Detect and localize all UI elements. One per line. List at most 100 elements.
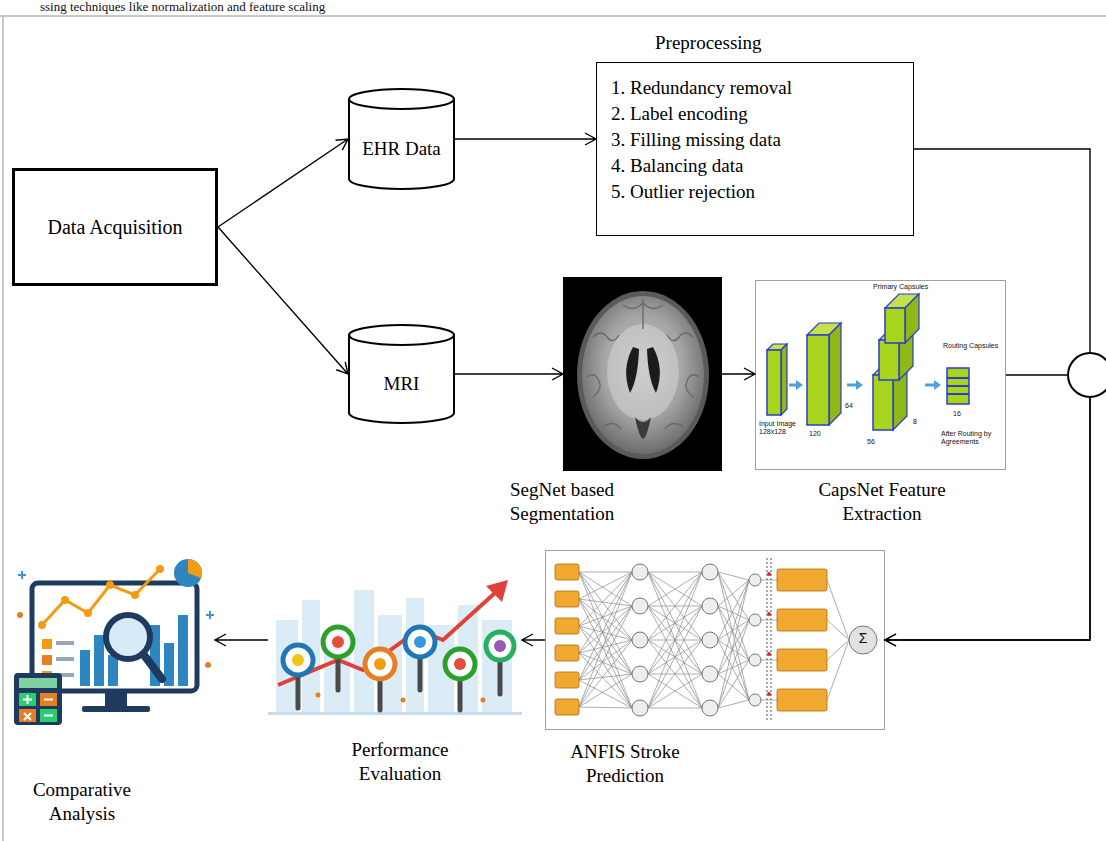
input-node [555,591,579,607]
mri-scan-image [563,277,722,471]
list-item: 2. Label encoding [611,101,899,127]
network-link [718,700,749,708]
network-link [579,680,632,708]
membership-node [632,564,648,580]
figure-caption: CapsNet Feature Extraction [812,478,952,526]
layer-label: Routing Capsules [943,342,1001,350]
network-link [718,580,749,640]
network-link [718,620,749,640]
rule-node [702,666,718,682]
network-link [648,572,702,606]
caption-block: ANFIS Stroke Prediction [563,740,688,788]
network-link [718,580,749,674]
layer-label: Primary Capsules [873,283,945,291]
signal-dot [767,652,771,656]
network-link [648,572,702,640]
signal-dot [767,612,771,616]
membership-node [632,632,648,648]
network-link [579,606,632,626]
network-link [761,700,777,701]
network-link [718,640,749,700]
cylinder-body [349,335,454,423]
cylinder-text-area: MRI [348,344,455,424]
input-node [555,699,579,715]
network-link [648,674,702,708]
rule-node [702,632,718,648]
network-link [579,640,632,653]
network-link [579,640,632,707]
network-link [579,599,632,708]
capsule-stripe [947,377,969,379]
layer-label: Input Image 128x128 [759,420,797,436]
dimension-label: 120 [809,430,821,438]
network-link [718,572,749,700]
flow-arrow-head [934,380,941,390]
network-link [761,620,777,621]
flow-arrow-head [796,380,803,390]
dotted-bus [767,558,768,722]
layer-label: After Routing by Agreements [941,430,1003,446]
arrow-connector [218,227,348,374]
caption-block: Performance Evaluation [340,738,460,786]
norm-node [749,654,761,666]
network-link [648,674,702,708]
cylinder-label: MRI [384,372,420,396]
network-link [579,606,632,707]
cylinder-text-area: EHR Data [348,108,455,190]
cylinder-top [349,325,454,345]
anfis-network-figure [546,551,885,730]
comparative-analysis-image [14,559,214,725]
network-link [718,606,749,700]
panel-heading: Preprocessing [655,32,762,55]
network-link [648,572,702,708]
illustration-box: ANFIS Stroke Prediction [545,550,885,730]
network-link [648,572,702,573]
network-link [579,572,632,606]
network-link [579,626,632,708]
membership-node [632,700,648,716]
network-link [579,572,632,680]
network-link [579,653,632,708]
capsule-block [879,340,899,380]
network-link [648,572,702,640]
illustration-box: SegNet based Segmentation [563,277,722,471]
capsule-stripe [947,393,969,395]
signal-dot [767,692,771,696]
capsnet-figure [756,281,1006,470]
performance-evaluation-image [268,560,522,720]
database-cylinder: EHR Data [348,88,455,190]
capsule-block-side [829,323,841,425]
network-link [648,572,702,674]
network-link [579,572,632,674]
network-link [579,572,632,626]
network-link [579,572,632,573]
network-link [761,580,777,581]
merge-junction [1068,353,1106,397]
network-link [761,660,777,661]
figure-caption: SegNet based Segmentation [500,478,625,526]
network-link [718,572,749,620]
network-link [648,708,702,709]
arrow-connector [218,139,348,227]
sum-node [849,626,877,654]
network-link [718,580,749,708]
consequent-node [777,569,827,591]
figure-caption: Comparative Analysis [22,778,142,826]
input-node [555,645,579,661]
caption-block: CapsNet Feature Extraction [812,478,952,526]
consequent-node [777,689,827,711]
input-node [555,618,579,634]
caption-block: SegNet based Segmentation [500,478,625,526]
norm-node [749,614,761,626]
network-link [718,660,749,708]
arrow-connector [215,634,268,646]
arrow-connector [885,149,1090,646]
network-link [579,599,632,674]
norm-node [749,574,761,586]
network-link [579,707,632,708]
capsule-block [885,308,905,343]
